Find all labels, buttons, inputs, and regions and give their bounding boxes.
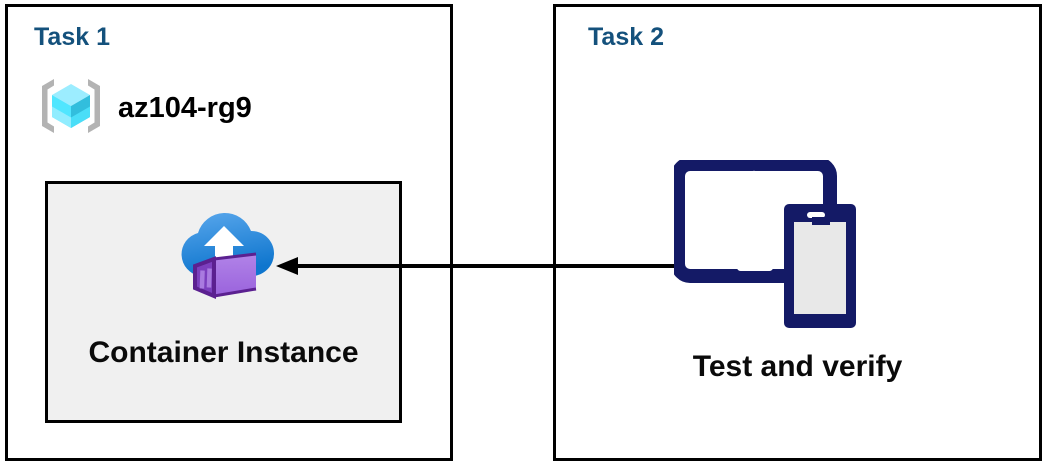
container-instance-box: Container Instance [45,181,402,423]
panel-title-task-2: Task 2 [588,23,664,51]
devices-icon [671,157,864,337]
resource-group-icon [36,71,106,146]
panel-task-1: Task 1 [5,4,453,461]
test-and-verify-label: Test and verify [692,350,903,383]
resource-group-row: az104-rg9 [36,69,252,147]
resource-group-label: az104-rg9 [118,91,252,124]
container-instance-label: Container Instance [88,336,359,369]
container-instance-icon [170,204,278,309]
flow-arrow [270,252,680,285]
panel-title-task-1: Task 1 [34,23,110,51]
